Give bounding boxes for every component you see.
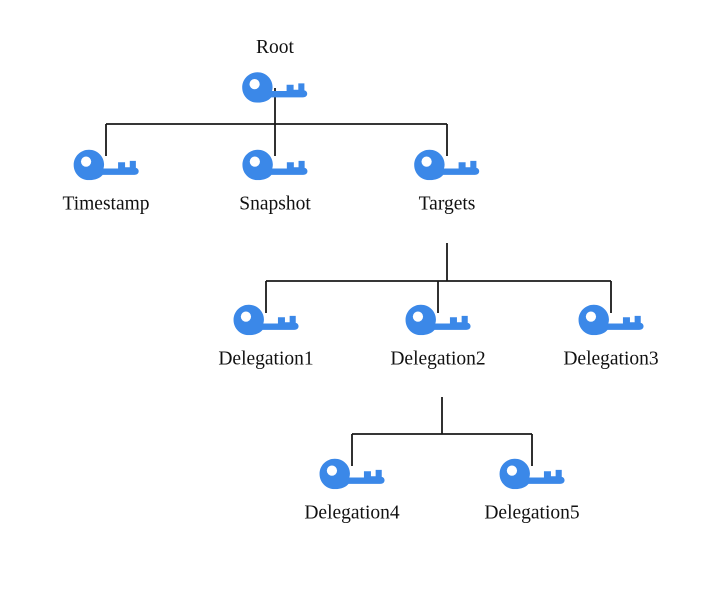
node-label-delegation3: Delegation3: [563, 348, 659, 370]
tree-node-delegation1[interactable]: Delegation1: [218, 303, 314, 370]
tree-node-snapshot[interactable]: Snapshot: [239, 148, 311, 214]
node-label-delegation1: Delegation1: [218, 348, 314, 370]
node-label-snapshot: Snapshot: [239, 193, 311, 215]
tree-node-targets[interactable]: Targets: [413, 148, 481, 214]
key-icon: [233, 304, 299, 336]
tree-node-delegation5[interactable]: Delegation5: [484, 457, 580, 524]
key-body: [242, 149, 308, 181]
node-label-timestamp: Timestamp: [62, 193, 150, 215]
key-hole: [249, 78, 260, 89]
key-icon: [578, 304, 644, 336]
tree-node-delegation2[interactable]: Delegation2: [390, 303, 486, 370]
key-body: [233, 304, 299, 336]
key-icon: [405, 304, 471, 336]
key-icon: [319, 458, 385, 490]
key-body: [319, 458, 385, 490]
key-body: [578, 304, 644, 336]
key-body: [499, 458, 565, 490]
tree-node-delegation4[interactable]: Delegation4: [304, 457, 400, 524]
key-icon: [499, 458, 565, 490]
key-icon: [73, 149, 139, 181]
tree-node-root[interactable]: Root: [241, 38, 309, 103]
key-hole: [585, 311, 596, 322]
node-label-delegation4: Delegation4: [304, 502, 400, 524]
node-label-delegation5: Delegation5: [484, 502, 580, 524]
key-body: [73, 149, 139, 181]
node-label-targets: Targets: [418, 193, 476, 215]
key-hole: [326, 465, 337, 476]
key-icon: [414, 149, 480, 181]
key-body: [242, 71, 308, 103]
key-hole: [240, 311, 251, 322]
key-hole: [421, 156, 432, 167]
key-hole: [506, 465, 517, 476]
tree-node-delegation3[interactable]: Delegation3: [563, 303, 659, 370]
key-body: [405, 304, 471, 336]
tree-node-timestamp[interactable]: Timestamp: [62, 148, 150, 215]
key-body: [414, 149, 480, 181]
node-label-root: Root: [256, 36, 294, 58]
node-label-delegation2: Delegation2: [390, 348, 486, 370]
key-hole: [412, 311, 423, 322]
key-icon: [242, 149, 308, 181]
key-icon: [242, 71, 308, 103]
key-hole: [80, 156, 91, 167]
key-hole: [249, 156, 260, 167]
